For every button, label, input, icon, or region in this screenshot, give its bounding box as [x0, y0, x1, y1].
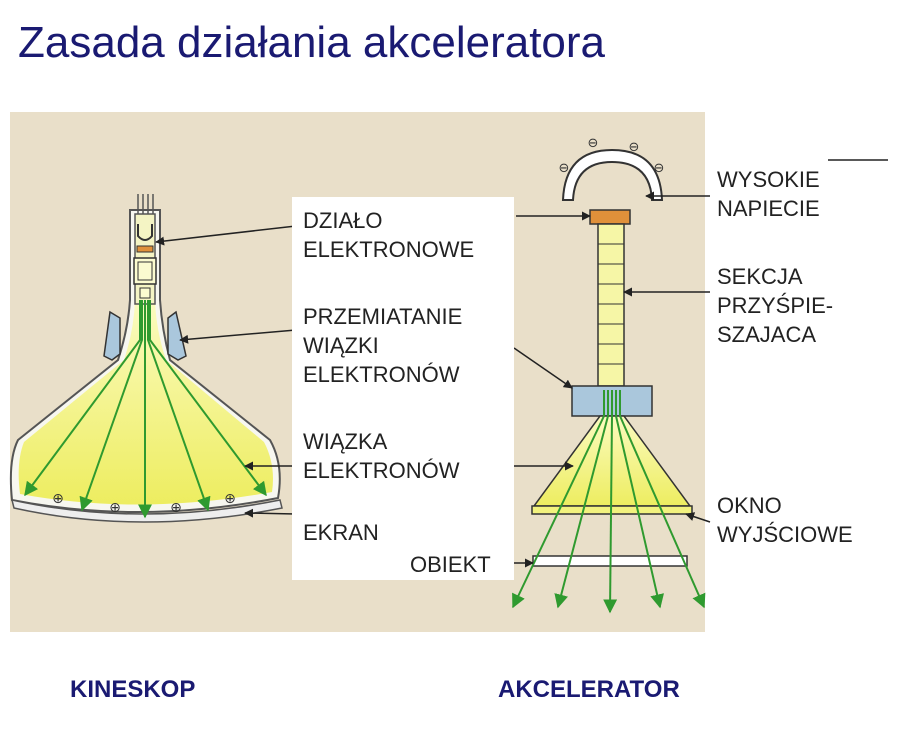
accelerator-electrode: [589, 209, 631, 225]
svg-text:⊕: ⊕: [224, 491, 236, 507]
label-box: [292, 197, 514, 580]
caption-kineskop: KINESKOP: [70, 676, 196, 703]
label-screen: EKRAN: [303, 520, 379, 545]
svg-text:⊕: ⊕: [52, 491, 64, 507]
plus-charge-icon: ⊕ ⊕ ⊕ ⊕: [52, 491, 236, 516]
accelerator: ⊖ ⊖ ⊖ ⊖: [512, 136, 706, 614]
column-rings: [598, 243, 624, 365]
crt-electron-gun: [133, 224, 157, 299]
svg-text:⊖: ⊖: [629, 140, 640, 155]
label-object: OBIEKT: [410, 552, 491, 577]
svg-text:⊖: ⊖: [654, 161, 665, 176]
crt-beams: [24, 300, 267, 519]
svg-text:⊕: ⊕: [109, 500, 121, 516]
svg-text:⊖: ⊖: [559, 161, 570, 176]
accelerating-column: [597, 223, 625, 387]
caption-akcelerator: AKCELERATOR: [498, 676, 680, 703]
crt-tube: ⊕ ⊕ ⊕ ⊕: [9, 194, 283, 523]
accelerator-beams: [512, 390, 706, 614]
svg-text:⊖: ⊖: [588, 136, 599, 151]
minus-charge-icon: ⊖ ⊖ ⊖ ⊖: [559, 136, 665, 176]
high-voltage-dome: [561, 148, 664, 201]
svg-text:⊕: ⊕: [170, 500, 182, 516]
page-title: Zasada działania akceleratora: [18, 18, 606, 67]
pointer-lines: [155, 159, 888, 568]
crt-deflection-coil-left: [103, 310, 121, 361]
crt-screen: [10, 499, 283, 523]
crt-deflection-coil-right: [167, 310, 187, 361]
